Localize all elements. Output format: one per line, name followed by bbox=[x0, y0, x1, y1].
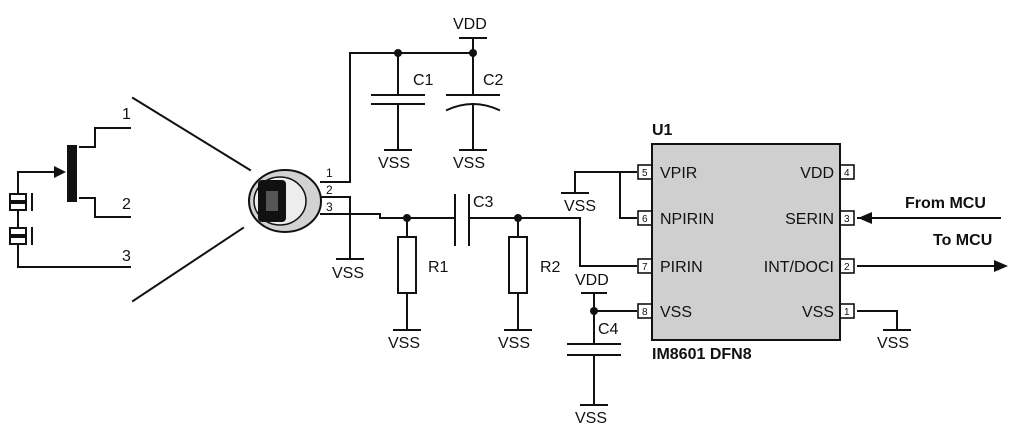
c1-label: C1 bbox=[413, 72, 434, 89]
from-mcu-arrow-icon bbox=[858, 212, 872, 224]
ic-part-label: IM8601 DFN8 bbox=[652, 346, 752, 363]
vss-r2-label: VSS bbox=[498, 335, 530, 352]
vdd-c4: VDD bbox=[575, 272, 609, 294]
pin-5-name: VPIR bbox=[660, 165, 697, 182]
capacitor-c3: C3 bbox=[454, 194, 494, 246]
vss-vpir: VSS bbox=[561, 192, 596, 215]
sensor-pin-1-label: 1 bbox=[326, 166, 333, 180]
sensor-pin-2-label: 2 bbox=[326, 183, 333, 197]
pin-5-number: 5 bbox=[642, 168, 648, 179]
pin-1-number: 1 bbox=[844, 307, 850, 318]
pin-4-number: 4 bbox=[844, 168, 850, 179]
pin-8-name: VSS bbox=[660, 304, 692, 321]
ic-u1: U1 IM8601 DFN8 5 VPIR 6 NPIRIN 7 PIRIN 8… bbox=[637, 122, 855, 363]
to-mcu-arrow-icon bbox=[994, 260, 1008, 272]
pyro-element-3 bbox=[9, 227, 27, 236]
vss-sensor-label: VSS bbox=[332, 265, 364, 282]
wiring bbox=[349, 37, 1001, 406]
resistor-r2: R2 bbox=[508, 236, 561, 294]
c2-label: C2 bbox=[483, 72, 504, 89]
sensor-pin-3-label: 3 bbox=[326, 200, 333, 214]
vss-c1-label: VSS bbox=[378, 155, 410, 172]
vdd-top-label: VDD bbox=[453, 16, 487, 33]
vss-c2-label: VSS bbox=[453, 155, 485, 172]
pin-3-name: SERIN bbox=[785, 211, 834, 228]
vss-c4: VSS bbox=[575, 404, 608, 427]
vss-c2: VSS bbox=[453, 149, 487, 172]
pin-3-number: 3 bbox=[844, 214, 850, 225]
pin-7-number: 7 bbox=[642, 262, 648, 273]
vss-c4-label: VSS bbox=[575, 410, 607, 427]
capacitor-c1: C1 bbox=[371, 72, 434, 105]
pin-8-number: 8 bbox=[642, 307, 648, 318]
vss-r1: VSS bbox=[388, 329, 421, 352]
vss-pin1: VSS bbox=[877, 329, 911, 352]
detail-pin-1-label: 1 bbox=[122, 106, 131, 123]
r1-label: R1 bbox=[428, 259, 449, 276]
ic-ref-label: U1 bbox=[652, 122, 673, 139]
resistor-r1: R1 bbox=[397, 236, 449, 294]
gate-arrow-icon bbox=[54, 166, 66, 178]
pin-1-name: VSS bbox=[802, 304, 834, 321]
pyro-element-1 bbox=[9, 193, 27, 202]
r2-label: R2 bbox=[540, 259, 561, 276]
c4-label: C4 bbox=[598, 321, 619, 338]
to-mcu-signal: To MCU bbox=[933, 232, 1008, 272]
vss-pin1-label: VSS bbox=[877, 335, 909, 352]
pin-4-name: VDD bbox=[800, 165, 834, 182]
from-mcu-label: From MCU bbox=[905, 195, 986, 212]
pir-sensor: 1 2 3 bbox=[248, 166, 351, 233]
pin-6-number: 6 bbox=[642, 214, 648, 225]
junction-dots bbox=[394, 49, 598, 315]
fet-gate-bar bbox=[67, 145, 77, 202]
to-mcu-label: To MCU bbox=[933, 232, 992, 249]
capacitor-c2: C2 bbox=[445, 72, 504, 112]
detail-pin-3-label: 3 bbox=[122, 248, 131, 265]
vss-c1: VSS bbox=[378, 149, 412, 172]
pin-6-name: NPIRIN bbox=[660, 211, 714, 228]
pyro-element-4 bbox=[9, 236, 27, 245]
pin-2-name: INT/DOCI bbox=[764, 259, 834, 276]
pin-2-number: 2 bbox=[844, 262, 850, 273]
pyro-element-2 bbox=[9, 202, 27, 211]
pir-internal-detail: 1 2 3 bbox=[9, 96, 252, 303]
vss-vpir-label: VSS bbox=[564, 198, 596, 215]
from-mcu-signal: From MCU bbox=[858, 195, 986, 224]
vss-sensor: VSS bbox=[332, 258, 364, 282]
capacitor-c4: C4 bbox=[567, 321, 621, 356]
c3-label: C3 bbox=[473, 194, 494, 211]
detail-pin-2-label: 2 bbox=[122, 196, 131, 213]
ic-body bbox=[651, 143, 841, 341]
vdd-top: VDD bbox=[453, 16, 487, 39]
vss-r1-label: VSS bbox=[388, 335, 420, 352]
vss-r2: VSS bbox=[498, 329, 532, 352]
pin-7-name: PIRIN bbox=[660, 259, 703, 276]
vdd-c4-label: VDD bbox=[575, 272, 609, 289]
